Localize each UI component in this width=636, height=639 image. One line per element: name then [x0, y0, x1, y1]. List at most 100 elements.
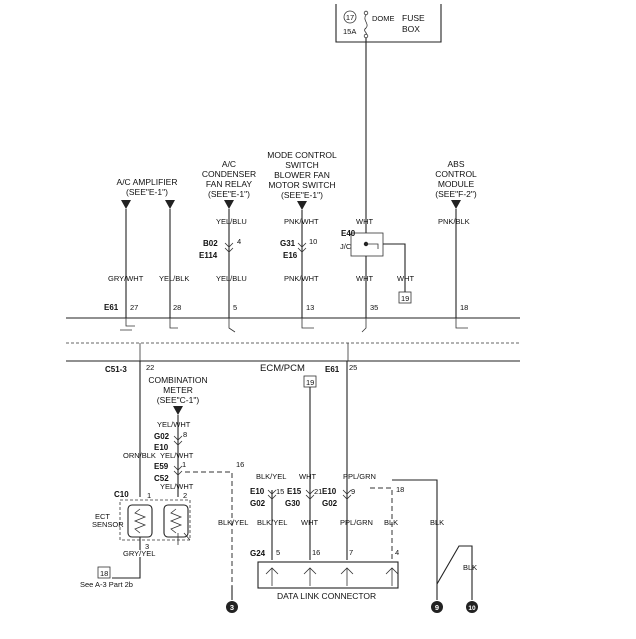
ref-box — [97, 566, 111, 579]
dlc-label: DATA LINK CONNECTOR — [277, 591, 376, 601]
connector-id: E61 — [325, 365, 340, 374]
shield-line — [185, 471, 233, 586]
connector-arrow-icon — [121, 200, 131, 209]
dlc-pin-icon — [385, 567, 399, 586]
connector-id: E10 — [154, 443, 169, 452]
see-reference: See A-3 Part 2b — [80, 580, 133, 589]
wire-label: BLK/YEL — [257, 518, 287, 527]
wire-label: YEL/WHT — [160, 482, 194, 491]
internal-circuit-icon — [361, 318, 367, 333]
internal-circuit-icon — [455, 318, 468, 329]
wire-label: BLK — [430, 518, 444, 527]
abs-label-2: CONTROL — [435, 169, 477, 179]
pin-number: 10 — [309, 237, 317, 246]
internal-circuit-icon — [120, 318, 135, 331]
connector-id: G30 — [285, 499, 301, 508]
data-link-connector: DATA LINK CONNECTOR — [257, 561, 399, 601]
fuse-number: 17 — [346, 13, 354, 22]
ecm-label: ECM/PCM — [260, 363, 305, 374]
fuse-terminal-icon — [363, 33, 369, 39]
connector-id: E16 — [283, 251, 298, 260]
wire-label: YEL/WHT — [160, 451, 194, 460]
dlc-pin-icon — [265, 567, 279, 586]
fuse-box: 17 15A DOME FUSE BOX — [335, 4, 442, 43]
connector-arrow-icon — [224, 200, 234, 209]
wire-label: WHT — [356, 274, 373, 283]
connector-chevron-icon — [173, 435, 183, 446]
connector-chevron-icon — [297, 242, 307, 253]
wire-label: PPL/GRN — [340, 518, 373, 527]
ground-10: 10 — [466, 601, 478, 613]
pin-number: 7 — [349, 548, 353, 557]
dlc-pin-icon — [303, 567, 317, 586]
connector-chevron-icon — [173, 465, 183, 476]
ac-amplifier-ref: (SEE"E-1") — [126, 187, 168, 197]
ect-sensor: C10 1 2 ECT SENSOR — [92, 490, 191, 545]
thermistor-icon — [169, 508, 183, 534]
pin-number: 15 — [276, 487, 284, 496]
wire-label: YEL/WHT — [157, 420, 191, 429]
connector-id: G02 — [154, 432, 170, 441]
internal-circuit-icon — [301, 318, 314, 329]
abs-control-module: ABS CONTROL MODULE (SEE"F-2") — [435, 159, 477, 209]
ground-number: 3 — [230, 603, 234, 612]
pin-number: 3 — [145, 542, 149, 551]
connector-id: E40 — [341, 229, 356, 238]
connector-id: E61 — [104, 303, 119, 312]
wire-label: PNK/WHT — [284, 217, 319, 226]
pin-number: 28 — [173, 303, 181, 312]
wire-label: WHT — [301, 518, 318, 527]
jc-label: J/C — [340, 242, 352, 251]
pin-number: 2 — [183, 491, 187, 500]
wire-label: PPL/GRN — [343, 472, 376, 481]
pin-number: 8 — [183, 430, 187, 439]
ac-condenser-label-3: FAN RELAY — [206, 179, 252, 189]
wire-label: WHT — [356, 217, 373, 226]
wire-label: BLK/YEL — [256, 472, 286, 481]
connector-chevron-icon — [267, 489, 277, 500]
wire-label: GRY/WHT — [108, 274, 144, 283]
internal-circuit-icon — [169, 318, 178, 329]
connector-id: E114 — [199, 251, 218, 260]
wire-wht-branch — [383, 243, 406, 292]
ac-amplifier: A/C AMPLIFIER (SEE"E-1") — [117, 177, 177, 209]
thermistor-icon — [133, 508, 147, 534]
combination-meter-label-2: METER — [163, 385, 193, 395]
wire-label: YEL/BLK — [159, 274, 189, 283]
abs-label: ABS — [447, 159, 464, 169]
connector-id: E10 — [322, 487, 337, 496]
pin-number: 13 — [306, 303, 314, 312]
internal-circuit-icon — [139, 343, 349, 361]
mode-control-ref: (SEE"E-1") — [281, 190, 323, 200]
wire-label: GRY/YEL — [123, 549, 155, 558]
pin-number: 9 — [351, 487, 355, 496]
wire-label: PNK/BLK — [438, 217, 470, 226]
mode-control-switch: MODE CONTROL SWITCH BLOWER FAN MOTOR SWI… — [267, 150, 337, 210]
wire-blk-gnd — [392, 479, 438, 592]
connector-id: G24 — [250, 549, 266, 558]
pin-number: 16 — [312, 548, 320, 557]
mode-control-label: MODE CONTROL — [267, 150, 337, 160]
ecm-pcm-module: ECM/PCM — [66, 317, 520, 374]
ground-icon — [466, 601, 478, 613]
ground-wire-blk — [436, 545, 473, 600]
ac-condenser-label: A/C — [222, 159, 236, 169]
mode-control-label-2: SWITCH — [285, 160, 319, 170]
ground-number: 10 — [468, 605, 476, 612]
pin-number: 4 — [395, 548, 399, 557]
combination-meter-label: COMBINATION — [148, 375, 207, 385]
connector-arrow-icon — [173, 406, 183, 415]
fuse-box-label-2: BOX — [402, 24, 420, 34]
wire-label: YEL/BLU — [216, 217, 247, 226]
connector-arrow-icon — [297, 201, 307, 210]
ground-number: 9 — [435, 603, 439, 612]
pin-number: 1 — [182, 460, 186, 469]
pin-number: 27 — [130, 303, 138, 312]
jc-bridge — [366, 243, 379, 249]
ref-box — [398, 291, 412, 304]
connector-chevron-icon — [305, 489, 315, 500]
connector-id: E10 — [250, 487, 265, 496]
pin-number: 18 — [396, 485, 404, 494]
pin-number: 4 — [237, 237, 241, 246]
